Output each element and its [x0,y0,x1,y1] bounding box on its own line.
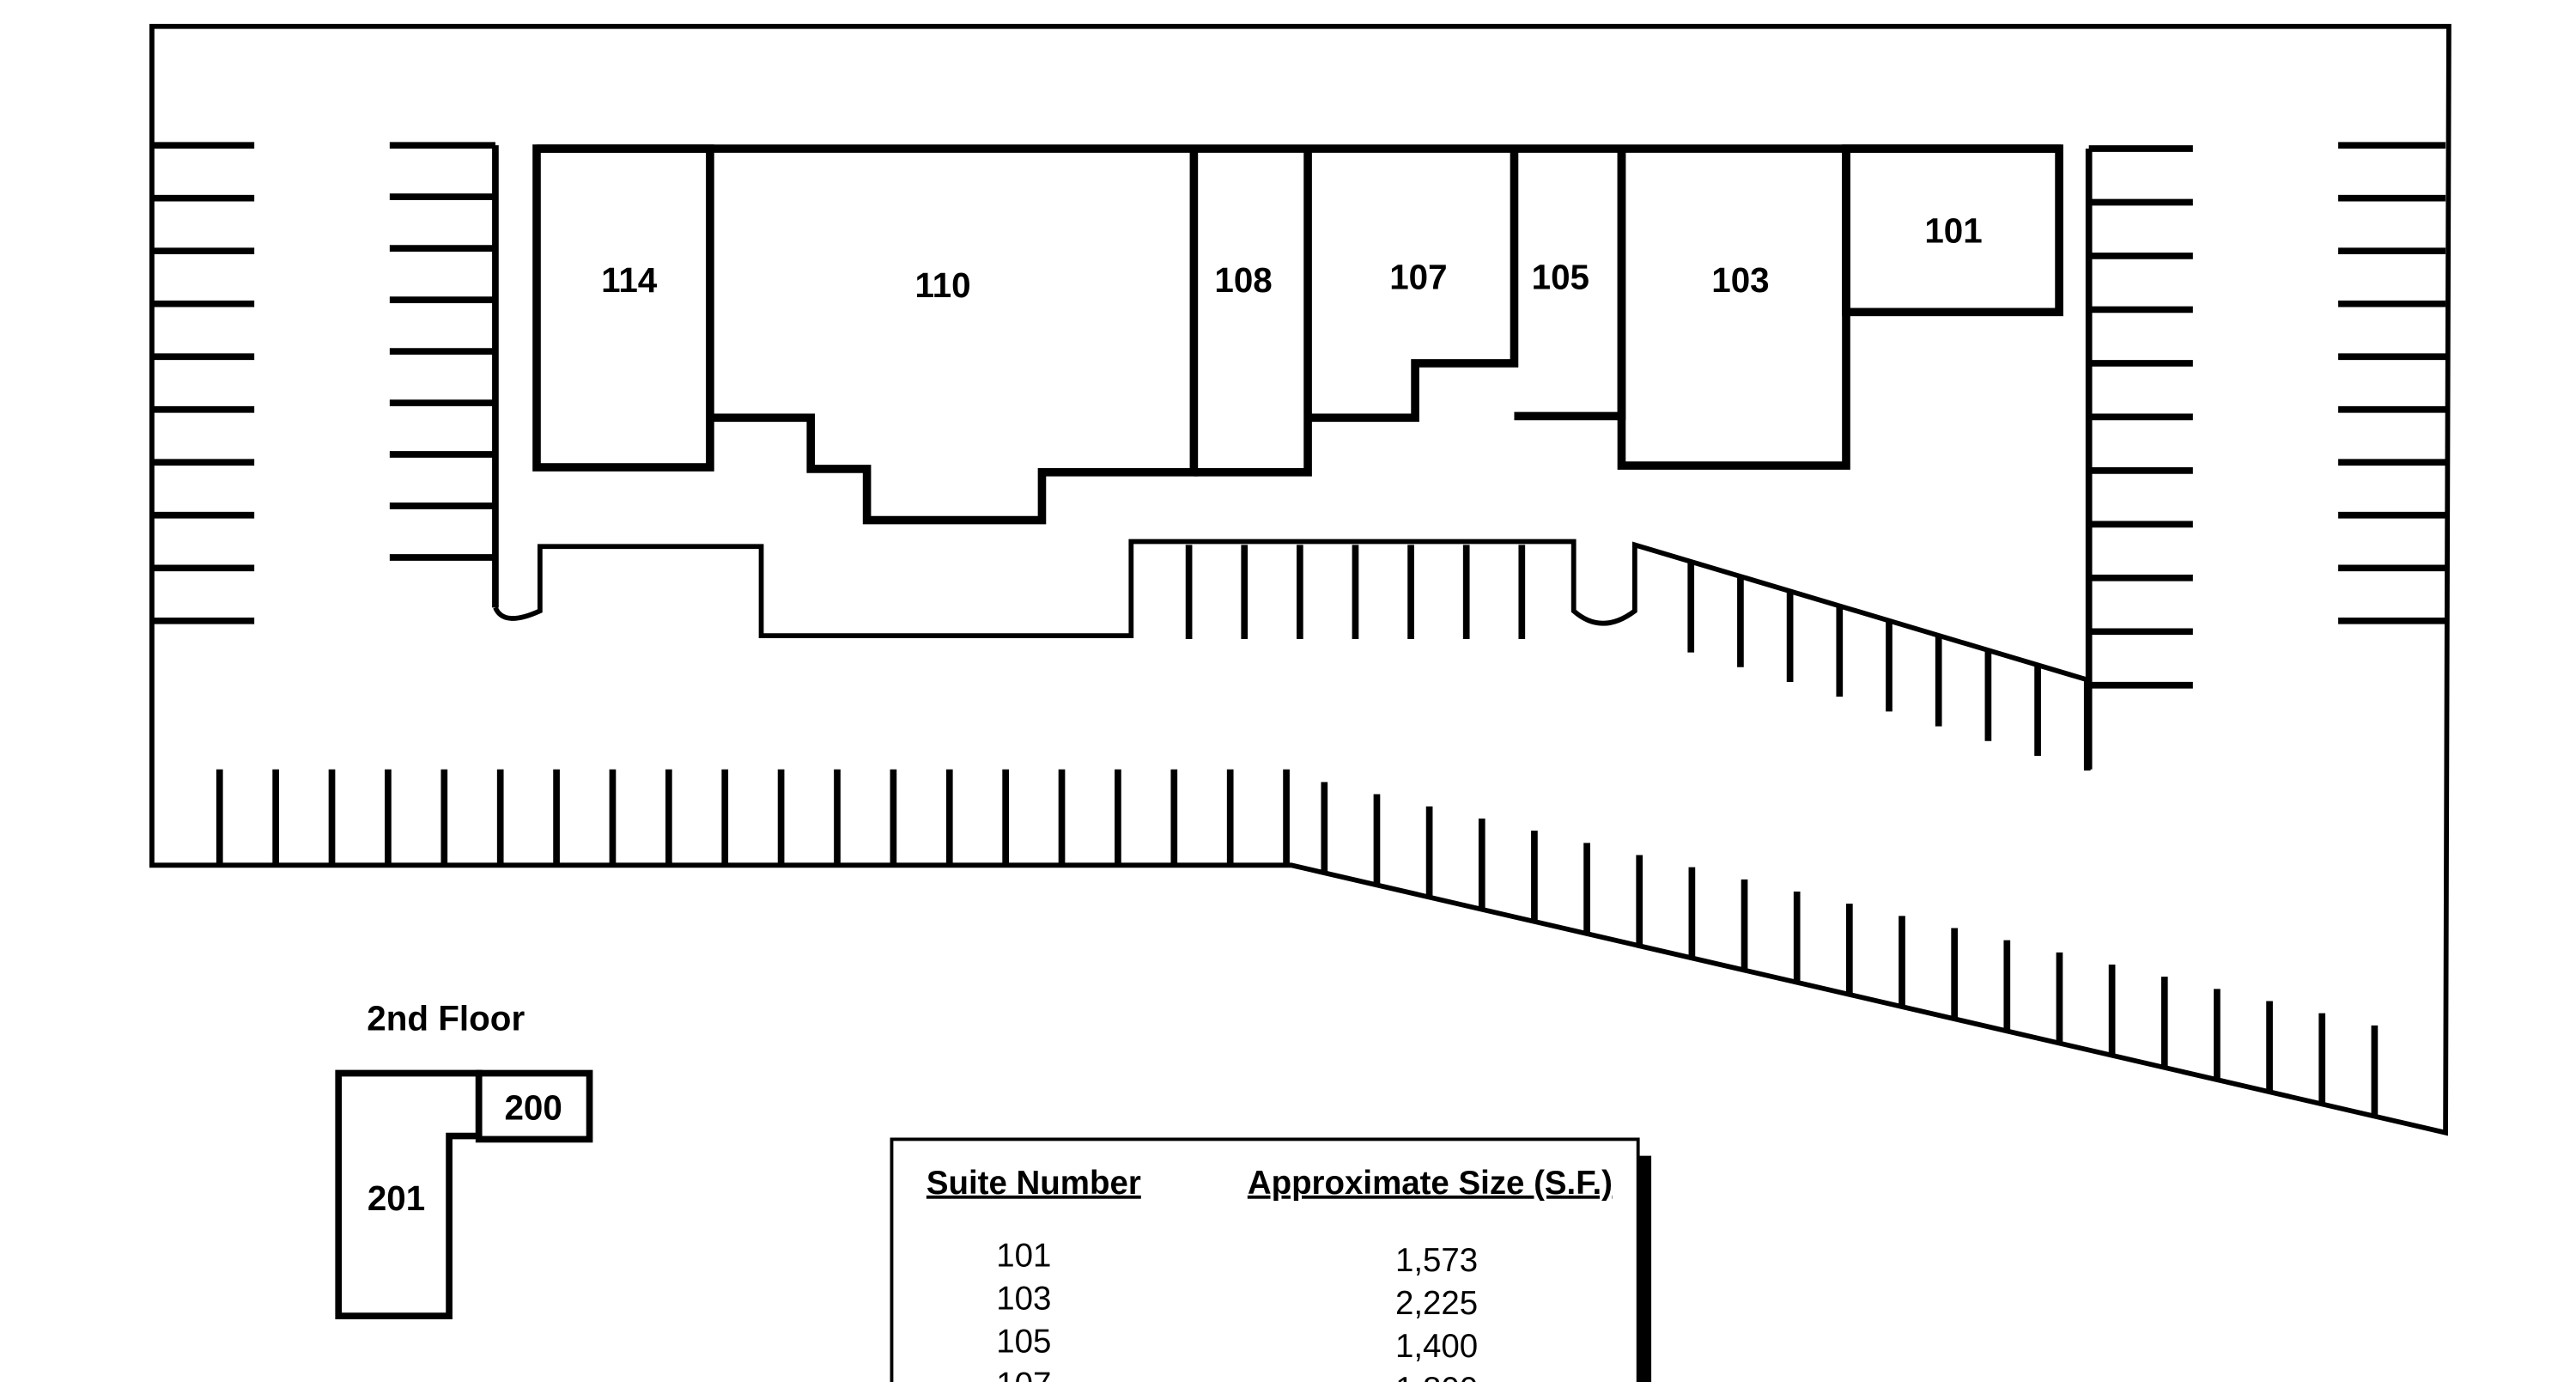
suite-103-outline [1617,149,1850,470]
suite-label: 200 [504,1087,562,1127]
suite-label: 105 [1532,257,1589,296]
table-cell: 1,573 [1395,1242,1478,1279]
table-cell: 1,800 [1395,1371,1478,1382]
suite-label: 114 [601,260,658,300]
suite-101-outline [1842,144,2063,317]
site-outline [149,23,2451,1382]
table-cell: 101 [996,1237,1051,1274]
suite-label: 201 [368,1178,425,1218]
suite-110-outline [709,149,1199,525]
property-boundary [149,23,2451,1136]
building [532,144,2063,525]
curb-island [493,539,2090,683]
suite-label: 107 [1389,257,1447,296]
table-cell: 105 [996,1323,1051,1360]
second-floor-title: 2nd Floor [367,999,525,1038]
table-header: Suite Number [927,1165,1141,1202]
suite-114-outline [532,144,714,472]
table-cell: 107 [996,1366,1051,1382]
suite-200-outline [475,1069,593,1143]
suite-labels: 114 110 108 107 105 103 101 2nd Floor 20… [367,211,1982,1218]
table-cell: 1,400 [1395,1328,1478,1365]
suite-label: 110 [915,265,971,305]
table-cell: 103 [996,1280,1051,1317]
suite-label: 103 [1711,260,1769,300]
parking-stalls [151,142,2446,1117]
suite-108-outline [1194,149,1312,477]
size-table-shadow [1637,1155,1652,1382]
size-table: Suite Number Approximate Size (S.F.) 101… [927,1165,1613,1382]
table-header: Approximate Size (S.F.) [1248,1165,1613,1202]
suite-label: 101 [1924,211,1982,251]
suite-label: 108 [1214,260,1272,300]
second-floor-plan [335,1069,593,1319]
suite-107-outline [1308,149,1519,423]
table-cell: 2,225 [1395,1285,1478,1322]
